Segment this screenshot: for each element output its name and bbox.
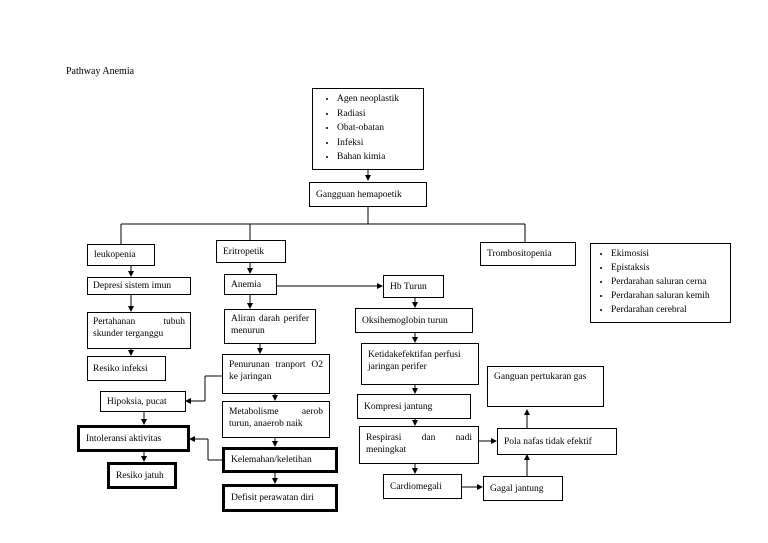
node-cardiomegali: Cardiomegali bbox=[383, 474, 462, 499]
node-metabolisme: Metabolisme aerob turun, anaerob naik bbox=[222, 401, 330, 438]
bleeding-item: Perdarahan cerebral bbox=[611, 303, 728, 317]
node-gangguan-hemapoetik: Gangguan hemapoetik bbox=[309, 182, 427, 207]
node-resiko-infeksi: Resiko infeksi bbox=[87, 356, 166, 381]
bleeding-item: Ekimosisi bbox=[611, 247, 728, 261]
node-kelemahan-keletihan: Kelemahan/keletihan bbox=[222, 447, 338, 473]
node-eritropetik: Eritropetik bbox=[216, 240, 286, 263]
node-penurunan-transport: Penurunan tranport O2 ke jaringan bbox=[222, 354, 330, 394]
node-trombositopenia: Trombositopenia bbox=[480, 242, 576, 266]
node-gagal-jantung: Gagal jantung bbox=[483, 476, 563, 501]
node-respirasi-nadi: Respirasi dan nadi meningkat bbox=[359, 426, 479, 464]
bleeding-item: Epistaksis bbox=[611, 261, 728, 275]
node-anemia: Anemia bbox=[224, 274, 277, 295]
node-intoleransi-aktivitas: Intoleransi aktivitas bbox=[77, 425, 190, 452]
node-pertahanan-tubuh: Pertahanan tubuh skunder terganggu bbox=[87, 312, 191, 349]
node-resiko-jatuh: Resiko jatuh bbox=[107, 462, 177, 489]
node-hipoksia-pucat: Hipoksia, pucat bbox=[100, 391, 186, 412]
node-oksihemoglobin-turun: Oksihemoglobin turun bbox=[355, 308, 473, 333]
cause-item: Agen neoplastik bbox=[337, 92, 419, 107]
node-leukopenia: leukopenia bbox=[87, 244, 155, 266]
cause-item: Radiasi bbox=[337, 107, 419, 122]
bleeding-item: Perdarahan saluran kemih bbox=[611, 289, 728, 303]
node-aliran-darah: Aliran darah perifer menurun bbox=[224, 309, 316, 344]
node-defisit-perawatan-diri: Defisit perawatan diri bbox=[222, 484, 338, 512]
cause-item: Infeksi bbox=[337, 136, 419, 151]
causes-box: Agen neoplastik Radiasi Obat-obatan Infe… bbox=[312, 88, 424, 170]
cause-item: Bahan kimia bbox=[337, 150, 419, 165]
node-pola-nafas: Pola nafas tidak efektif bbox=[497, 428, 617, 455]
cause-item: Obat-obatan bbox=[337, 121, 419, 136]
bleeding-box: Ekimosisi Epistaksis Perdarahan saluran … bbox=[590, 243, 731, 323]
node-gangguan-pertukaran-gas: Ganguan pertukaran gas bbox=[487, 366, 604, 407]
node-hb-turun: Hb Turun bbox=[383, 275, 444, 298]
page-title: Pathway Anemia bbox=[66, 66, 135, 77]
bleeding-item: Perdarahan saluran cerna bbox=[611, 275, 728, 289]
node-depresi-sistem-imun: Depresi sistem imun bbox=[87, 277, 191, 295]
node-ketidakefektifan-perfusi: Ketidakefektifan perfusi jaringan perife… bbox=[361, 343, 479, 385]
node-kompresi-jantung: Kompresi jantung bbox=[357, 394, 471, 419]
